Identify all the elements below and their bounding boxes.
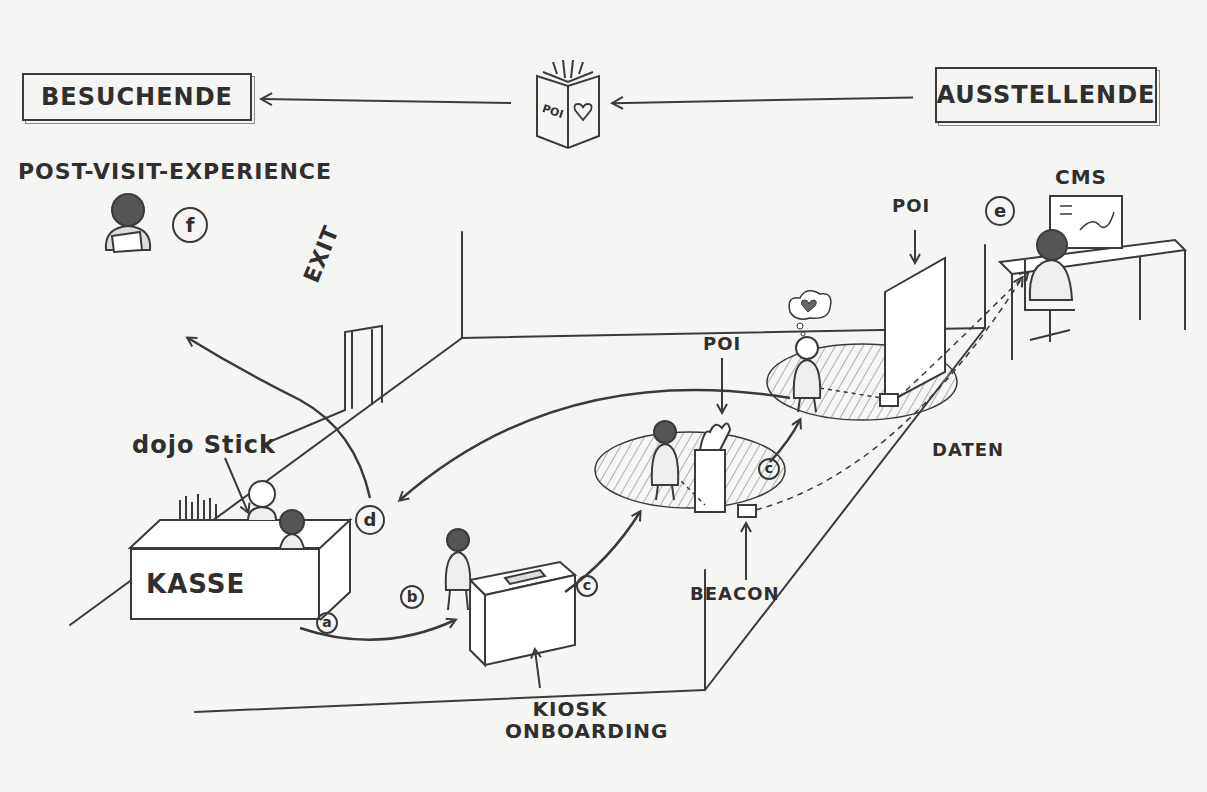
annotation: POST-VISIT-EXPERIENCE bbox=[18, 160, 332, 184]
person-body bbox=[794, 360, 820, 412]
annotation: KIOSK ONBOARDING bbox=[505, 698, 635, 742]
annotation: CMS bbox=[1055, 166, 1107, 188]
kiosk-side bbox=[470, 580, 485, 665]
book-outline bbox=[537, 60, 599, 148]
callout-letter: c bbox=[758, 458, 780, 480]
counter-front: KASSE bbox=[130, 548, 320, 620]
beacon bbox=[738, 505, 756, 517]
node-label: BESUCHENDE bbox=[41, 83, 233, 111]
data-line bbox=[898, 272, 1028, 398]
annotation: POI bbox=[703, 334, 741, 354]
pointer-arrow bbox=[745, 524, 747, 580]
node-label: AUSSTELLENDE bbox=[937, 81, 1156, 109]
stick-rack bbox=[180, 494, 216, 520]
flow-connector bbox=[613, 98, 913, 104]
thought-dot bbox=[801, 332, 805, 336]
annotation: BEACON bbox=[690, 584, 780, 604]
wall-line bbox=[461, 232, 463, 338]
floor-line bbox=[195, 690, 705, 712]
callout-letter: a bbox=[316, 612, 338, 634]
annotation: POI bbox=[892, 196, 930, 216]
data-line bbox=[756, 278, 1022, 510]
role-box: BESUCHENDE bbox=[22, 73, 252, 121]
visitor-reading bbox=[106, 194, 150, 252]
exit-door bbox=[352, 330, 372, 408]
callout-letter: d bbox=[355, 505, 385, 535]
poi-object bbox=[695, 423, 730, 512]
reading-card bbox=[112, 232, 142, 252]
pedestal bbox=[695, 450, 725, 512]
visitor bbox=[446, 529, 471, 610]
person-head bbox=[249, 481, 275, 507]
visitor bbox=[652, 421, 678, 500]
callout-letter: c bbox=[576, 575, 598, 597]
person-body bbox=[1030, 260, 1072, 300]
callout-letter: f bbox=[172, 207, 208, 243]
annotation: DATEN bbox=[932, 440, 1004, 460]
annotation: dojo Stick bbox=[132, 432, 276, 458]
pointer-arrow bbox=[225, 458, 248, 512]
monitor-content bbox=[1060, 206, 1114, 230]
kiosk bbox=[470, 562, 575, 665]
kiosk-front bbox=[485, 575, 575, 665]
person-head bbox=[796, 337, 818, 359]
person-body bbox=[446, 552, 471, 610]
heart-symbol bbox=[801, 300, 816, 312]
callout-letter: b bbox=[400, 585, 424, 609]
beacon bbox=[880, 394, 898, 406]
cashier bbox=[248, 481, 276, 520]
room-walls bbox=[70, 232, 985, 712]
exit-door bbox=[262, 326, 382, 445]
floor-line bbox=[70, 338, 462, 625]
door-label: EXIT bbox=[300, 222, 345, 286]
pointer-arrow bbox=[535, 650, 540, 688]
pointer-arrow bbox=[914, 230, 916, 262]
visitor bbox=[789, 291, 831, 412]
heart-symbol bbox=[574, 104, 591, 120]
beacon-zone bbox=[595, 432, 785, 508]
role-box: AUSSTELLENDE bbox=[935, 67, 1157, 123]
view-line bbox=[820, 388, 882, 398]
flow-connector bbox=[262, 99, 511, 103]
person-head bbox=[1037, 230, 1067, 260]
flow-arrow bbox=[188, 338, 370, 498]
book-label: POI bbox=[541, 101, 565, 120]
floor-line bbox=[705, 328, 985, 690]
thought-dot bbox=[797, 323, 803, 329]
flow-arrow bbox=[400, 390, 790, 500]
book-icon: POI bbox=[533, 58, 603, 150]
callout-letter: e bbox=[985, 196, 1015, 226]
person-body bbox=[248, 507, 276, 520]
sculpture bbox=[700, 423, 730, 450]
person-head bbox=[112, 194, 144, 226]
cms-workstation bbox=[1000, 196, 1185, 360]
desk-legs bbox=[1012, 250, 1185, 360]
counter-top bbox=[130, 520, 350, 620]
pointer-arrow bbox=[721, 358, 723, 412]
thought-bubble bbox=[789, 291, 831, 319]
flow-arrow bbox=[770, 420, 800, 462]
person-head bbox=[447, 529, 469, 551]
node-label: KASSE bbox=[146, 569, 245, 599]
person-body bbox=[652, 444, 678, 500]
wall-line bbox=[984, 245, 986, 328]
person-head bbox=[280, 510, 304, 534]
kiosk-screen bbox=[505, 570, 545, 584]
person-head bbox=[654, 421, 676, 443]
office-chair bbox=[1025, 260, 1075, 342]
